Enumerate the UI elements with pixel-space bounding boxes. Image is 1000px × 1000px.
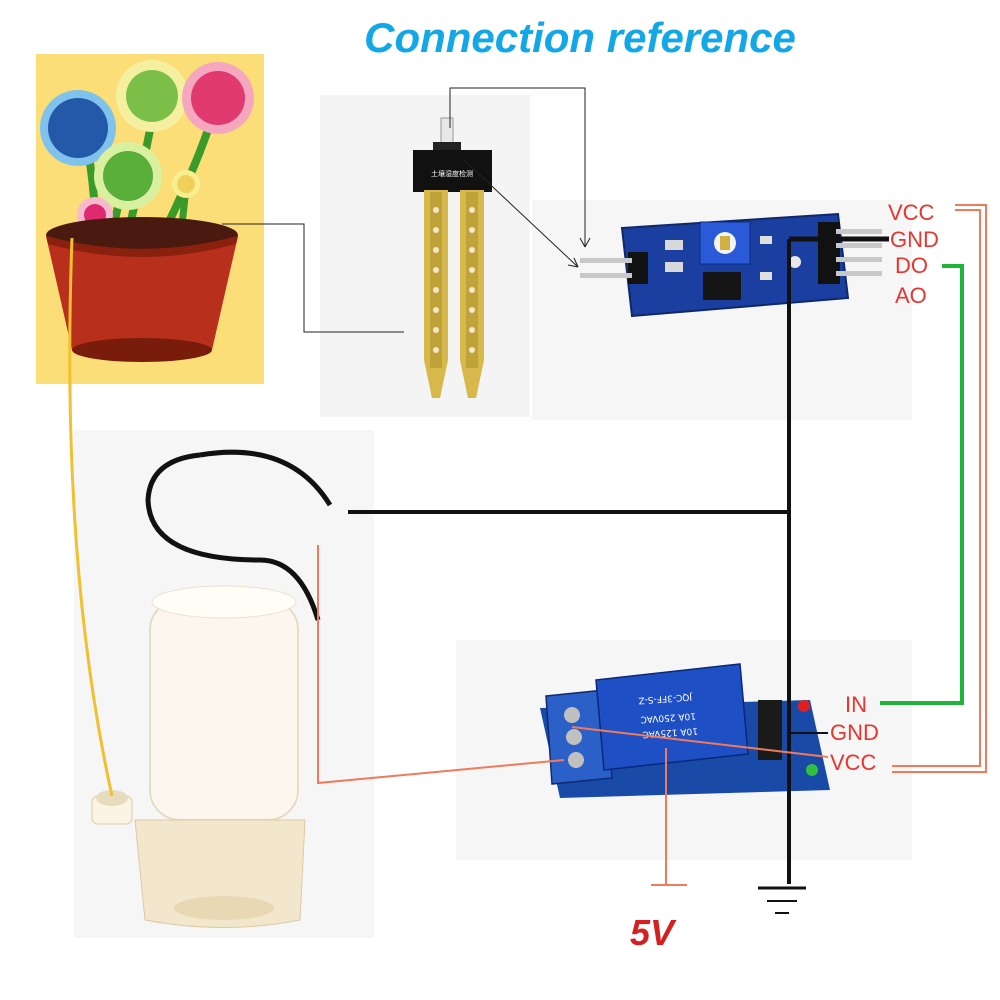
relay-rating-text-2: 10A 125VAC	[642, 725, 698, 739]
flower-pot-illustration	[36, 54, 264, 384]
relay-pin-vcc-label: VCC	[830, 750, 877, 775]
sensor-pin-gnd-label: GND	[890, 227, 939, 252]
pot-to-probe-line	[222, 223, 404, 333]
do-to-in-wire	[880, 264, 964, 705]
sensor-pin-vcc-label: VCC	[888, 200, 935, 225]
gnd-wire	[348, 236, 889, 884]
water-pump	[68, 237, 374, 938]
relay-pin-in-label: IN	[845, 692, 867, 717]
ground-symbol	[758, 886, 806, 914]
supply-5v-lead	[651, 748, 687, 886]
probe-to-module-line-1	[449, 87, 586, 247]
probe-to-module-line-2	[463, 159, 579, 268]
sensor-pin-ao-label: AO	[895, 283, 927, 308]
pointer-lines	[222, 87, 591, 333]
soil-moisture-probe: 土壤湿度检测	[320, 95, 530, 417]
relay-com-wire	[571, 726, 829, 758]
vcc-wire-inner	[892, 209, 981, 767]
pump-to-relay-wire	[317, 545, 565, 785]
relay-model-text: JQC-3FF-S-Z	[638, 691, 693, 705]
supply-5v-label: 5V	[630, 912, 677, 953]
relay-pin-gnd-label: GND	[830, 720, 879, 745]
page-title: Connection reference	[364, 14, 796, 61]
relay-rating-text-1: 10A 250VAC	[640, 710, 696, 724]
sensor-pin-do-label: DO	[895, 253, 928, 278]
sensor-module	[532, 200, 912, 420]
probe-label: 土壤湿度检测	[431, 169, 473, 178]
vcc-wire	[892, 204, 987, 773]
